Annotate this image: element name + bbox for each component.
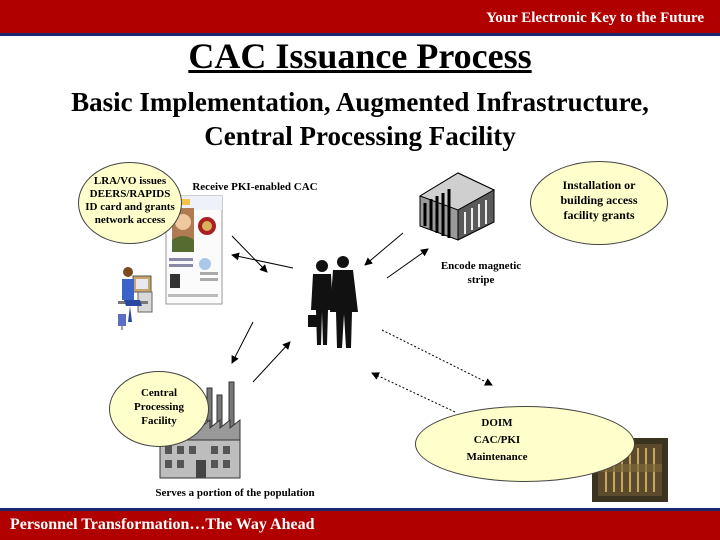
office-building-icon: [418, 172, 496, 241]
header-bar: Your Electronic Key to the Future: [0, 0, 720, 36]
header-tagline: Your Electronic Key to the Future: [486, 10, 704, 26]
installation-label: Installation or building access facility…: [560, 178, 638, 222]
business-people-icon: [308, 256, 358, 348]
doim-line-3: Maintenance: [466, 451, 528, 463]
page-title: CAC Issuance Process: [188, 36, 532, 76]
arrow-people-to-building: [386, 248, 429, 279]
lra-ellipse: LRA/VO issues DEERS/RAPIDS ID card and g…: [78, 162, 182, 244]
arrow-building-to-people: [364, 232, 404, 266]
page-subtitle: Basic Implementation, Augmented Infrastr…: [71, 87, 649, 151]
footer-tagline: Personnel Transformation…The Way Ahead: [10, 516, 315, 533]
central-label: Central Processing Facility: [134, 387, 184, 427]
encode-label: Encode magnetic stripe: [440, 260, 522, 286]
arrow-doim-to-people: [371, 372, 456, 413]
doim-ellipse: DOIM CAC/PKI Maintenance: [415, 406, 635, 482]
arrow-factory-to-people: [252, 341, 291, 383]
central-ellipse: Central Processing Facility: [109, 371, 209, 447]
installation-ellipse: Installation or building access facility…: [530, 161, 668, 245]
lra-label: LRA/VO issues DEERS/RAPIDS ID card and g…: [85, 175, 175, 226]
arrow-people-to-doim: [381, 329, 493, 386]
arrow-card-to-people: [231, 235, 268, 273]
doim-line-2: CAC/PKI: [473, 434, 521, 446]
arrow-people-to-card: [231, 252, 294, 269]
person-at-computer-icon: [118, 267, 153, 330]
serves-label: Serves a portion of the population: [155, 487, 315, 499]
arrow-people-to-factory: [231, 321, 254, 364]
footer-bar: Personnel Transformation…The Way Ahead: [0, 508, 720, 540]
doim-line-1: DOIM: [481, 417, 513, 429]
receive-label: Receive PKI-enabled CAC: [192, 181, 318, 193]
